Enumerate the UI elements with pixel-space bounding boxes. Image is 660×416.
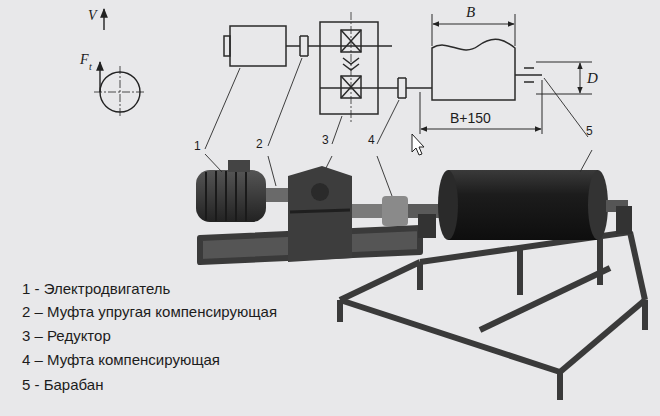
symbol-label: D xyxy=(587,70,598,87)
bearing-symbol xyxy=(524,68,534,82)
symbol-label: t xyxy=(89,61,92,73)
bearing-render xyxy=(616,206,632,234)
shaft-render xyxy=(352,204,382,218)
extension-line xyxy=(515,14,516,46)
drum-end xyxy=(588,170,608,240)
drum-end xyxy=(438,170,458,240)
frame-post xyxy=(520,238,600,295)
extension-line xyxy=(536,94,592,95)
dimensions xyxy=(420,14,592,134)
leader-line xyxy=(377,100,399,144)
coupling-symbol xyxy=(300,36,308,56)
kinematic-scheme xyxy=(224,12,542,122)
symbol-label: B xyxy=(466,4,475,21)
terminal-box xyxy=(228,160,250,172)
drum-symbol xyxy=(432,39,515,100)
extension-line xyxy=(420,92,421,134)
coupling-symbol xyxy=(398,78,406,98)
force-arrow xyxy=(99,62,100,92)
coupling-render xyxy=(266,188,288,202)
coupling-render xyxy=(382,196,408,226)
dimension-line xyxy=(580,63,581,93)
symbol-label: F xyxy=(80,52,89,68)
gearbox-symbol xyxy=(320,22,378,114)
leader-line xyxy=(580,150,592,172)
leader-line xyxy=(544,78,588,137)
center-line xyxy=(120,66,121,118)
machine-render xyxy=(196,160,645,400)
motor-symbol xyxy=(230,26,286,66)
shaft xyxy=(286,45,300,47)
dimension-line xyxy=(433,24,514,25)
callout-number: 1 xyxy=(194,140,201,154)
leader-line xyxy=(205,68,240,149)
callout-number: 4 xyxy=(368,134,375,148)
extension-line xyxy=(432,14,433,46)
drum-render xyxy=(448,170,598,240)
legend-text: 5 - Барабан xyxy=(22,376,103,393)
frame-rail xyxy=(630,232,645,300)
frame-rail xyxy=(560,300,645,372)
leader-line xyxy=(377,156,392,196)
shaft xyxy=(320,87,398,89)
leader-line xyxy=(205,154,222,172)
motor-fins xyxy=(206,171,246,221)
velocity-arrow xyxy=(103,9,104,30)
extension-line xyxy=(542,80,543,134)
legend-text: 2 – Муфта упругая компенсирующая xyxy=(22,303,277,320)
legend-text: 3 – Редуктор xyxy=(22,327,111,344)
leader-line xyxy=(268,156,276,186)
legend-text: 1 - Электродвигатель xyxy=(22,280,170,297)
dimension-line xyxy=(421,129,541,130)
extension-line xyxy=(536,62,592,63)
mouse-cursor xyxy=(412,134,424,155)
leader-line xyxy=(326,156,332,168)
gearbox-bearing xyxy=(311,183,329,201)
symbol-label: V xyxy=(88,8,97,24)
frame-crossbar xyxy=(480,268,610,330)
shaft xyxy=(515,74,542,76)
motor-symbol xyxy=(224,36,230,56)
callout-number: 5 xyxy=(586,125,593,139)
leaders xyxy=(205,58,592,196)
symbol-label: B+150 xyxy=(450,110,491,126)
callout-number: 2 xyxy=(256,138,263,152)
leader-line xyxy=(268,58,302,146)
bearing-render xyxy=(418,214,436,238)
shaft xyxy=(406,87,432,89)
gearbox-render xyxy=(288,166,352,262)
center-line xyxy=(351,12,352,122)
motor-body xyxy=(196,170,266,222)
gearbox-flange xyxy=(290,210,350,212)
callout-number: 3 xyxy=(322,134,329,148)
frame-rail xyxy=(340,262,420,300)
leader-line xyxy=(332,116,342,144)
legend-text: 4 – Муфта компенсирующая xyxy=(22,351,220,368)
force-symbol xyxy=(94,9,146,118)
